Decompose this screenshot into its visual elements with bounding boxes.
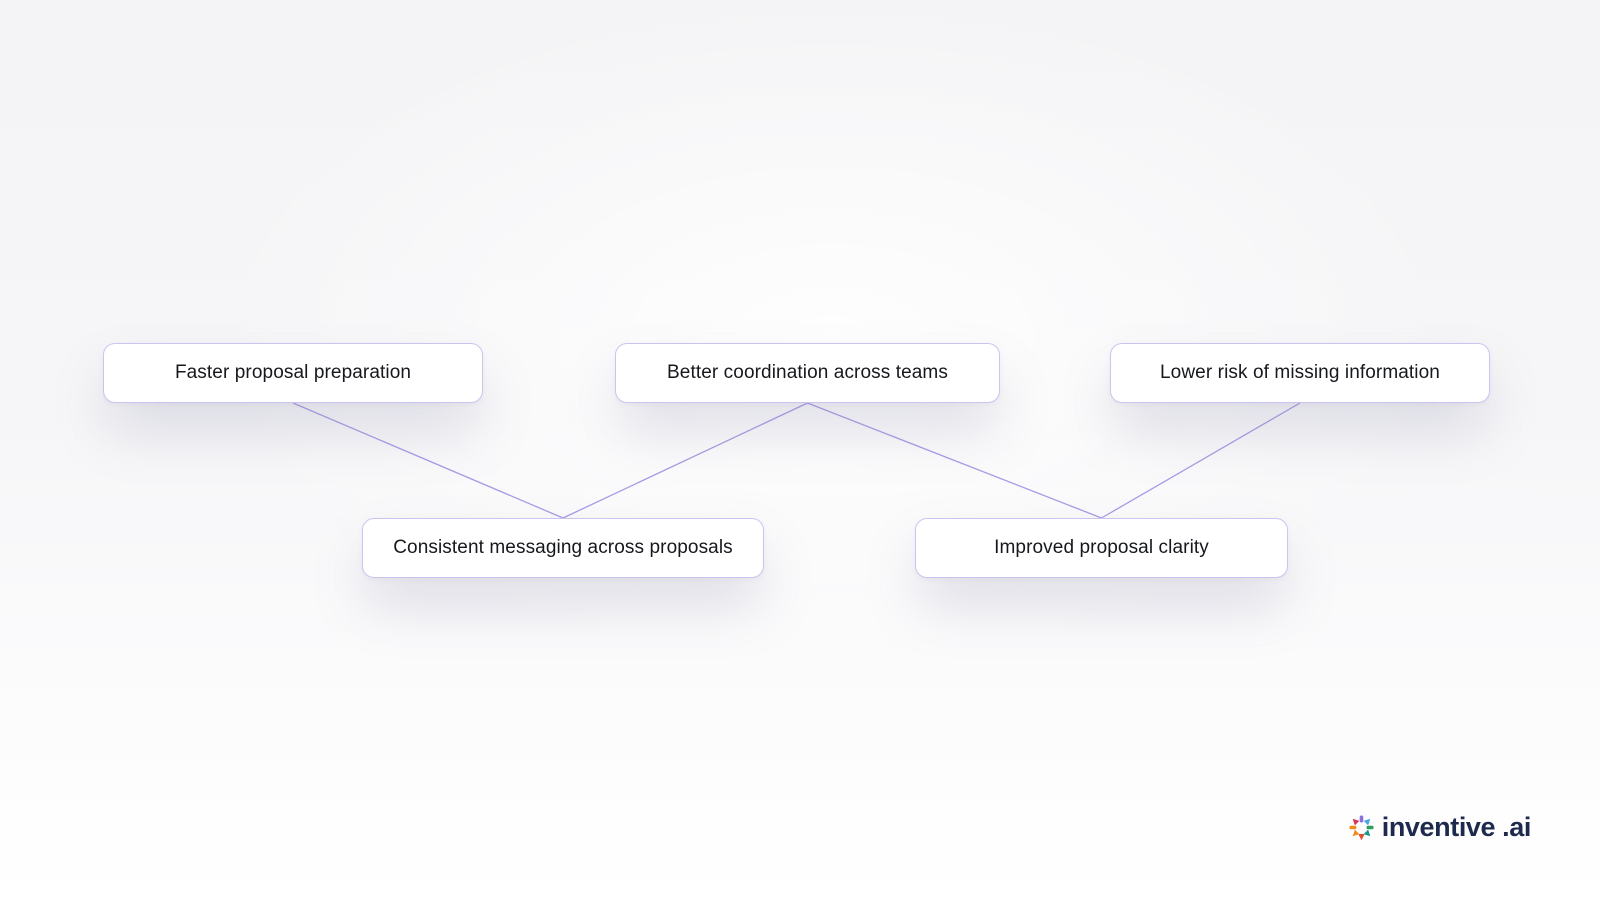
logo-wordmark: inventive .ai (1381, 811, 1532, 843)
edge-line (562, 402, 808, 519)
diagram-node[interactable]: Consistent messaging across proposals (362, 518, 764, 578)
node-label: Consistent messaging across proposals (393, 537, 733, 558)
diagram-node[interactable]: Faster proposal preparation (103, 343, 483, 403)
diagram-node[interactable]: Lower risk of missing information (1110, 343, 1490, 403)
diagram-node[interactable]: Improved proposal clarity (915, 518, 1288, 578)
inventive-logo: inventive .ai (1348, 806, 1531, 848)
node-label: Better coordination across teams (667, 362, 948, 383)
logo-suffix: .ai (1502, 811, 1531, 842)
logo-name: inventive (1381, 811, 1496, 842)
starburst-icon (1348, 814, 1375, 841)
node-label: Faster proposal preparation (174, 362, 412, 383)
node-label: Lower risk of missing information (1160, 362, 1440, 383)
edge-line (807, 402, 1102, 519)
edge-line (292, 402, 564, 519)
diagram-node[interactable]: Better coordination across teams (615, 343, 1000, 403)
node-label: Improved proposal clarity (994, 537, 1209, 558)
edge-line (1101, 402, 1301, 519)
